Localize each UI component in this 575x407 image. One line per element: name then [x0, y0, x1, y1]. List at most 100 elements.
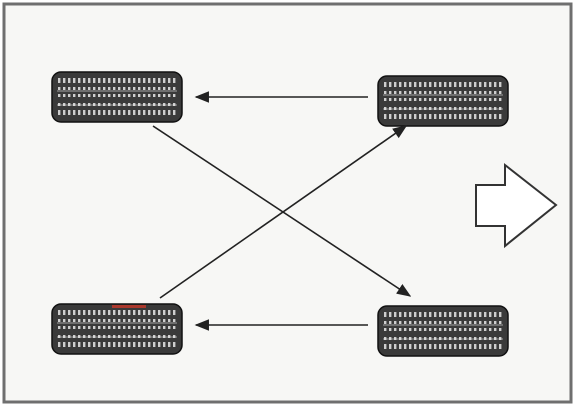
tread-mark — [143, 94, 146, 97]
tread-mark — [98, 110, 101, 115]
tread-mark — [138, 78, 141, 83]
tread-mark — [429, 321, 432, 324]
tread-mark — [108, 78, 111, 83]
tread-mark — [404, 91, 407, 94]
tread-mark — [163, 87, 166, 90]
red-mark — [112, 305, 146, 308]
tread-mark — [494, 114, 497, 119]
tread-mark — [474, 114, 477, 119]
tread-mark — [414, 98, 417, 101]
tread-mark — [78, 87, 81, 90]
tread-mark — [404, 328, 407, 331]
tread-mark — [93, 326, 96, 329]
tread-mark — [143, 310, 146, 315]
tread-mark — [133, 78, 136, 83]
tread-mark — [83, 78, 86, 83]
tread-mark — [384, 312, 387, 317]
tread-mark — [384, 91, 387, 94]
tread-mark — [73, 326, 76, 329]
tread-mark — [148, 326, 151, 329]
tread-mark — [484, 328, 487, 331]
tread-mark — [113, 78, 116, 83]
tread-mark — [123, 326, 126, 329]
tread-mark — [499, 91, 502, 94]
tread-mark — [88, 310, 91, 315]
tread-mark — [148, 94, 151, 97]
tread-mark — [113, 342, 116, 347]
tread-mark — [58, 94, 61, 97]
tread-mark — [389, 328, 392, 331]
tread-mark — [394, 312, 397, 317]
tread-mark — [439, 328, 442, 331]
tread-mark — [489, 328, 492, 331]
tread-mark — [429, 312, 432, 317]
tread-mark — [494, 344, 497, 349]
tread-mark — [78, 326, 81, 329]
tread-mark — [63, 87, 66, 90]
tread-mark — [444, 328, 447, 331]
tread-mark — [499, 82, 502, 87]
tread-mark — [118, 78, 121, 83]
tread-mark — [474, 328, 477, 331]
tread-mark — [158, 87, 161, 90]
tread-mark — [484, 91, 487, 94]
tread-mark — [414, 321, 417, 324]
tread-mark — [429, 344, 432, 349]
tread-mark — [409, 328, 412, 331]
tire-body — [377, 75, 509, 127]
tread-mark — [384, 114, 387, 119]
tread-mark — [168, 87, 171, 90]
tread-mark — [389, 82, 392, 87]
tread-mark — [434, 91, 437, 94]
tread-mark — [434, 321, 437, 324]
tread-mark — [78, 319, 81, 322]
tread-mark — [108, 94, 111, 97]
tread-mark — [173, 110, 176, 115]
tread-mark — [429, 114, 432, 119]
tread-mark — [173, 94, 176, 97]
tread-mark — [414, 312, 417, 317]
tread-mark — [429, 91, 432, 94]
tread-mark — [63, 319, 66, 322]
tread-mark — [434, 344, 437, 349]
tread-mark — [138, 310, 141, 315]
tread-mark — [439, 91, 442, 94]
tread-mark — [429, 82, 432, 87]
tread-mark — [88, 342, 91, 347]
tread-mark — [449, 321, 452, 324]
tread-mark — [153, 78, 156, 83]
tread-mark — [163, 110, 166, 115]
tread-mark — [489, 321, 492, 324]
tread-mark — [454, 91, 457, 94]
tread-mark — [153, 94, 156, 97]
tread-mark — [499, 344, 502, 349]
tread-mark — [464, 114, 467, 119]
tread-mark — [414, 91, 417, 94]
tread-mark — [148, 319, 151, 322]
tread-mark — [118, 310, 121, 315]
tread-mark — [148, 310, 151, 315]
tread-mark — [444, 82, 447, 87]
tread-mark — [133, 87, 136, 90]
tread-mark — [394, 328, 397, 331]
tread-mark — [113, 94, 116, 97]
tire-body — [377, 305, 509, 357]
tread-mark — [73, 110, 76, 115]
tread-mark — [449, 114, 452, 119]
tread-mark — [404, 82, 407, 87]
tread-mark — [469, 82, 472, 87]
tire-front-left — [51, 71, 183, 123]
tread-mark — [499, 328, 502, 331]
tread-mark — [469, 312, 472, 317]
tread-mark — [494, 98, 497, 101]
tread-mark — [489, 344, 492, 349]
tread-mark — [484, 321, 487, 324]
tread-mark — [424, 98, 427, 101]
tread-mark — [434, 98, 437, 101]
tread-mark — [469, 321, 472, 324]
tread-mark — [464, 312, 467, 317]
arrow-rear-left-to-front-right — [159, 125, 408, 299]
tread-mark — [449, 344, 452, 349]
tread-mark — [469, 91, 472, 94]
